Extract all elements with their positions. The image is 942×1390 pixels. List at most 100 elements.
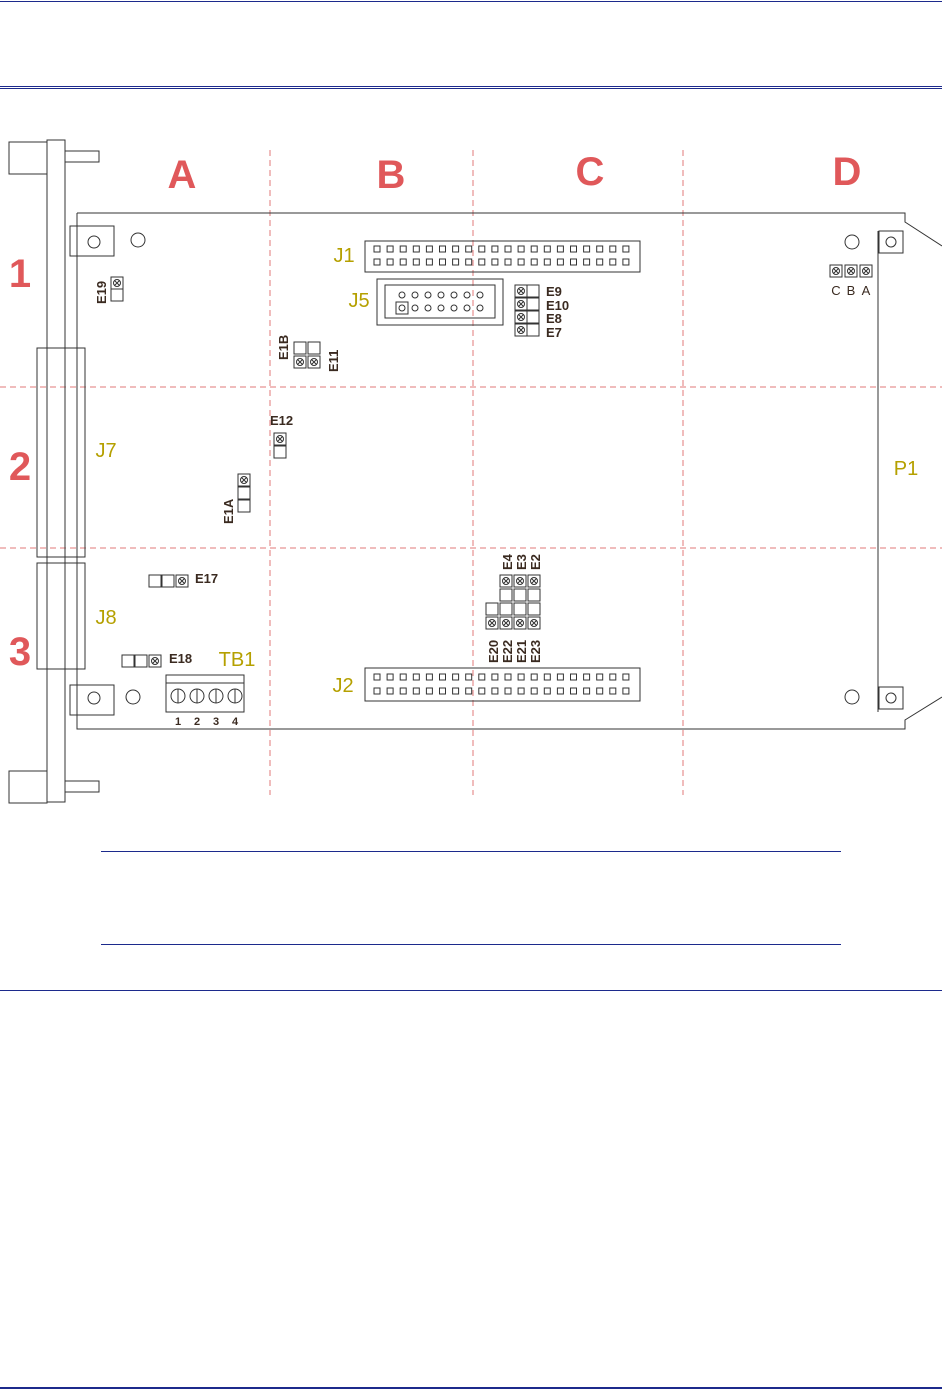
j2-pin <box>622 673 630 681</box>
j5-pin <box>437 291 445 299</box>
j1-pin <box>412 245 420 253</box>
j5-pin <box>398 304 406 312</box>
j2-pin <box>596 687 604 695</box>
j2-pin <box>412 673 420 681</box>
tb1-terminal-number: 4 <box>232 716 239 728</box>
j1-pin <box>543 258 551 266</box>
board-outline <box>69 212 942 730</box>
top-rule <box>0 1 942 2</box>
j5-connector <box>376 278 504 326</box>
j2-pin <box>412 687 420 695</box>
j1-pin <box>517 245 525 253</box>
j2-pin <box>570 687 577 695</box>
j2-pin <box>478 687 486 695</box>
j2-pin <box>465 673 473 681</box>
j1-pin <box>504 258 512 266</box>
j2-pin <box>491 673 499 681</box>
j1-pin <box>583 258 591 266</box>
j1-pin <box>478 245 486 253</box>
j2-pin <box>570 673 577 681</box>
j2-pin <box>504 687 512 695</box>
j5-pin <box>424 304 432 312</box>
jumper-label-e1b: E1B <box>276 335 291 360</box>
jumper-label-e19: E19 <box>94 281 109 304</box>
j5-pin <box>476 291 484 299</box>
j1-pin <box>622 258 630 266</box>
jumper-label-e1a: E1A <box>221 498 236 524</box>
j2-pin <box>609 687 617 695</box>
j1-pin <box>491 245 499 253</box>
j2-pin <box>373 673 381 681</box>
tb1-terminal-number: 3 <box>213 716 219 728</box>
j5-pin1-marker <box>395 301 409 315</box>
j2-pin <box>556 673 564 681</box>
j5-pin <box>450 291 458 299</box>
tb1-terminal-block <box>165 674 245 713</box>
j1-pin <box>556 258 564 266</box>
j1-pin <box>452 258 460 266</box>
j1-pin <box>583 245 591 253</box>
header-rule <box>0 86 942 89</box>
j2-pin <box>439 687 446 695</box>
j2-pin <box>439 673 446 681</box>
section-rule <box>0 990 942 991</box>
jumper-label-e11: E11 <box>326 350 341 372</box>
jumper-label-e22: E22 <box>500 640 515 663</box>
grid-row-label: 1 <box>9 252 31 296</box>
j2-pin <box>530 673 538 681</box>
j2-pin <box>425 673 433 681</box>
j2-pin <box>556 687 564 695</box>
jumper-label-e21: E21 <box>514 640 529 663</box>
j1-pin <box>543 245 551 253</box>
j2-label: J2 <box>332 675 353 697</box>
j1-pin <box>530 258 538 266</box>
j2-pin <box>399 673 407 681</box>
j5-pin <box>463 291 471 299</box>
j1-pin <box>386 258 394 266</box>
j1-pin <box>465 258 473 266</box>
j2-pin <box>491 687 499 695</box>
j1-pin <box>609 258 617 266</box>
j2-pin <box>478 673 486 681</box>
board-layout-svg: A B C D 1 2 3 J1 <box>0 139 942 804</box>
caption-rule-top <box>101 851 841 852</box>
j2-pin <box>583 673 591 681</box>
j1-pin <box>622 245 630 253</box>
j2-pin <box>596 673 604 681</box>
j2-pin <box>583 687 591 695</box>
jumper-label-e23: E23 <box>528 640 543 663</box>
j5-pin <box>424 291 432 299</box>
j1-pin <box>478 258 486 266</box>
j2-pin <box>399 687 407 695</box>
jumper-label-a: A <box>862 283 871 298</box>
j1-pin <box>439 245 446 253</box>
jumper-label-e8: E8 <box>546 311 562 326</box>
j1-pin <box>491 258 499 266</box>
j1-pin <box>439 258 446 266</box>
j8-label: J8 <box>95 607 116 629</box>
j2-pin <box>373 687 381 695</box>
j1-pin <box>556 245 564 253</box>
jumper-label-c: C <box>831 283 840 298</box>
j1-pin <box>373 245 381 253</box>
tb1-label: TB1 <box>219 649 256 671</box>
j1-pin <box>504 245 512 253</box>
jumper-label-e2: E2 <box>528 554 543 570</box>
j1-pin <box>452 245 460 253</box>
j2-pin <box>452 673 460 681</box>
bottom-rule <box>0 1387 942 1389</box>
front-panel <box>8 139 100 804</box>
jumper-label-e9: E9 <box>546 284 562 299</box>
j1-pin <box>425 245 433 253</box>
j5-label: J5 <box>348 290 369 312</box>
j2-pin <box>425 687 433 695</box>
j1-pin <box>596 258 604 266</box>
jumper-label-e4: E4 <box>500 553 515 570</box>
j5-pin <box>437 304 445 312</box>
j2-pin <box>543 687 551 695</box>
j1-pin <box>465 245 473 253</box>
jumper-label-e10: E10 <box>546 298 569 313</box>
grid-row-label: 3 <box>9 630 31 674</box>
j5-pin <box>411 304 419 312</box>
grid-lines <box>0 150 942 795</box>
